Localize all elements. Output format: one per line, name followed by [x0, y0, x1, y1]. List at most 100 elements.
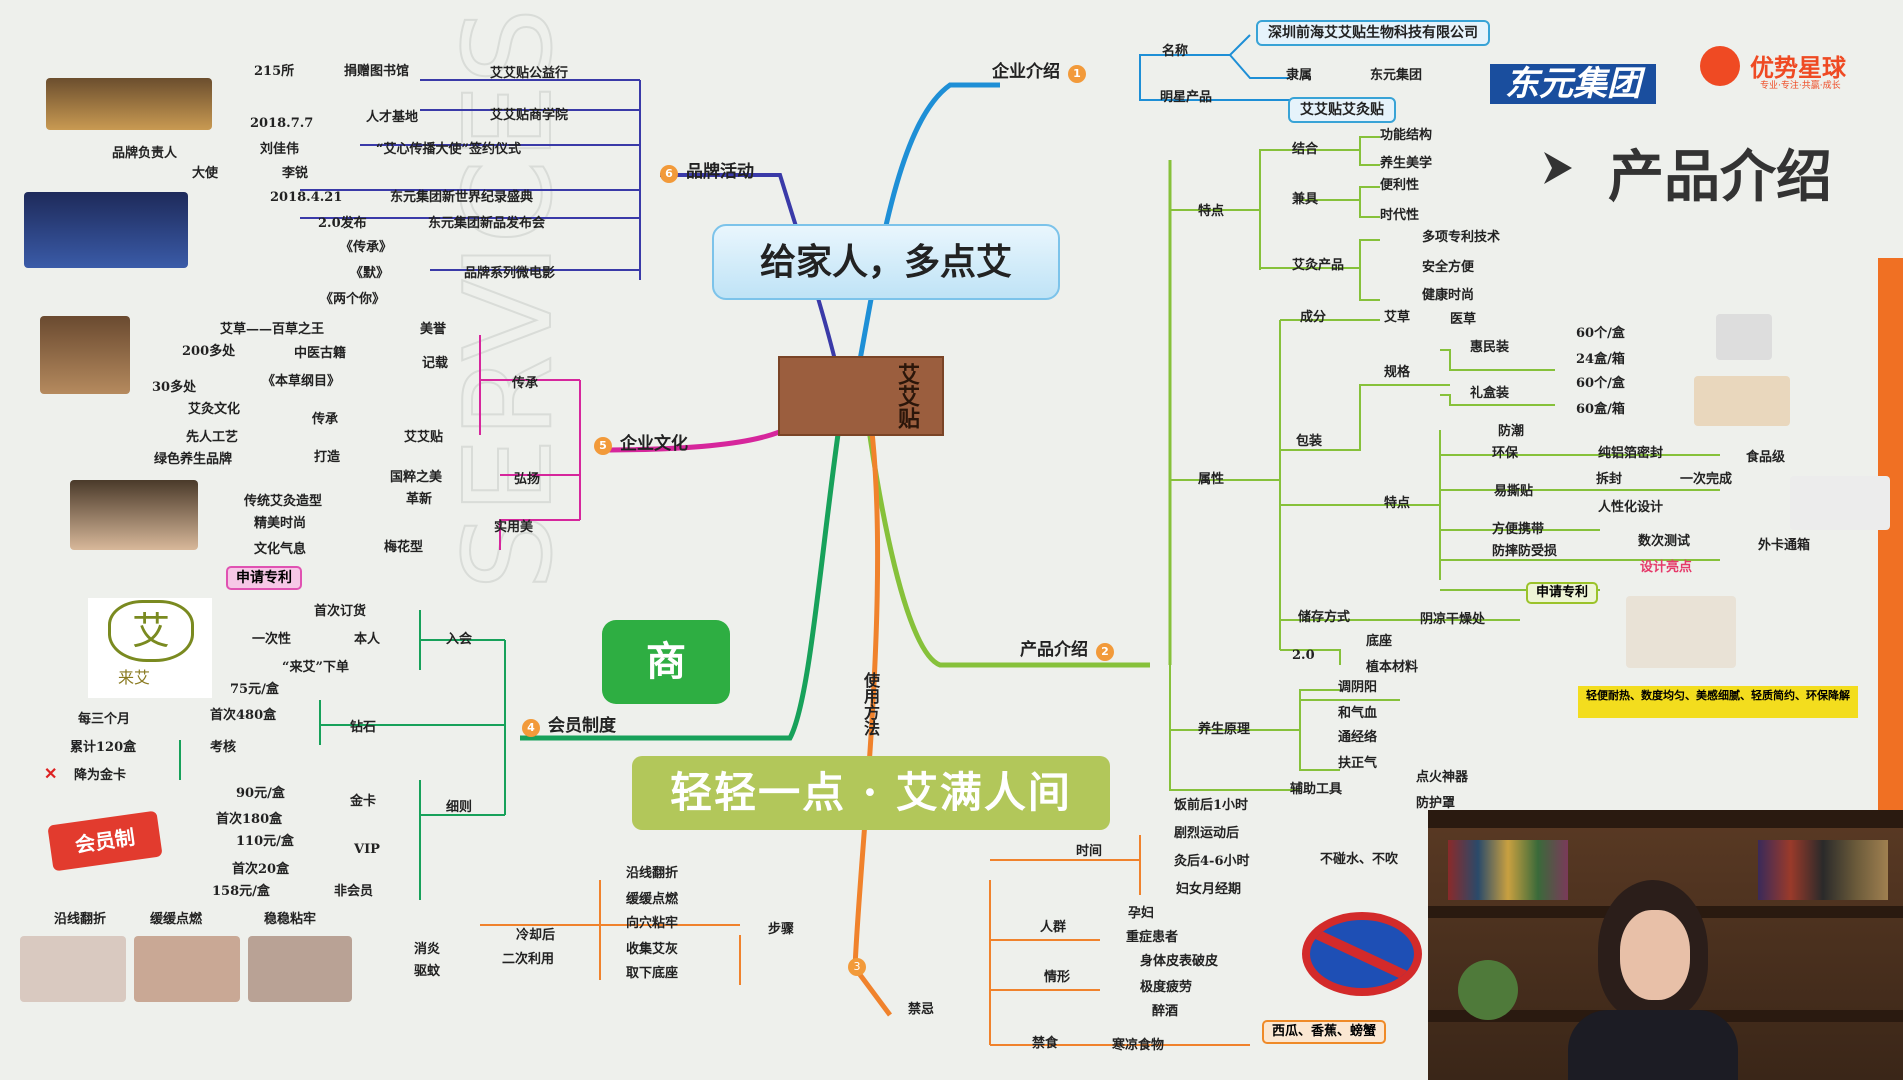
usage-time: 时间 — [1076, 844, 1103, 859]
product-photo-4 — [1626, 596, 1736, 668]
product-benefit-pack: 惠民装 — [1470, 340, 1510, 355]
product-yin: 调阴阳 — [1338, 680, 1378, 695]
culture-mugwort-king: 艾草——百草之王 — [220, 322, 325, 337]
member-detail: 细则 — [446, 800, 473, 815]
brand-name: 优势星球 — [1750, 54, 1846, 82]
product-p60a: 60个/盒 — [1576, 326, 1625, 341]
culture-beauty: 美誉 — [420, 322, 447, 337]
culture-bencao: 《本草纲目》 — [262, 374, 341, 389]
culture-fashion: 精美时尚 — [254, 516, 307, 531]
member-n90: 90元/盒 — [236, 786, 285, 801]
product-note: 轻便耐热、数度均匀、美感细腻、轻质简约、环保降解 — [1578, 686, 1858, 718]
usage-crowd: 人群 — [1040, 920, 1067, 935]
product-human: 人性化设计 — [1598, 500, 1664, 515]
event-photo — [24, 192, 188, 268]
presenter-face — [1620, 910, 1690, 1000]
member-assess: 考核 — [210, 740, 237, 755]
product-design: 设计亮点 — [1640, 560, 1693, 575]
brand-tagline: 专业·专注·共赢·成长 — [1760, 81, 1841, 91]
stick-step-photo — [248, 936, 352, 1002]
product-gift-pack: 礼盒装 — [1470, 386, 1510, 401]
product-test: 数次测试 — [1638, 534, 1691, 549]
calligraphy-photo — [70, 480, 198, 550]
culture-tcm-books: 中医古籍 — [294, 346, 347, 361]
brand-film-chuancheng: 《传承》 — [340, 240, 393, 255]
fold-step-photo — [20, 936, 126, 1002]
member-every3: 每三个月 — [78, 712, 131, 727]
company-star-label: 明星产品 — [1160, 90, 1213, 105]
member-first-order: 首次订货 — [314, 604, 367, 619]
culture-n30: 30多处 — [152, 380, 197, 395]
presenter-body — [1568, 1010, 1738, 1080]
product-foil: 纯铝箔密封 — [1598, 446, 1664, 461]
member-first480: 首次480盒 — [210, 708, 277, 723]
product-both: 兼具 — [1292, 192, 1319, 207]
member-n110: 110元/盒 — [236, 834, 294, 849]
product-moxa: 艾草 — [1384, 310, 1411, 325]
usage-heavy: 重症患者 — [1126, 930, 1179, 945]
usage-cooled: 冷却后 — [516, 928, 556, 943]
product-plant: 植本材料 — [1366, 660, 1419, 675]
product-health-fashion: 健康时尚 — [1422, 288, 1475, 303]
culture-aiai: 艾艾贴 — [404, 430, 444, 445]
culture-promote: 弘扬 — [514, 472, 541, 487]
member-join: 入会 — [446, 632, 473, 647]
brand-film-mo: 《默》 — [350, 266, 390, 281]
section-heading: 产品介绍 — [1608, 145, 1832, 210]
culture-moxa-culture: 艾灸文化 — [188, 402, 241, 417]
member-vip: VIP — [354, 842, 380, 857]
product-features: 特点 — [1198, 204, 1225, 219]
usage-cold-food: 寒凉食物 — [1112, 1038, 1165, 1053]
bencao-book-photo — [40, 316, 130, 394]
brand-215: 215所 — [254, 64, 295, 79]
usage-fruits: 西瓜、香蕉、螃蟹 — [1262, 1020, 1387, 1044]
culture-build: 打造 — [314, 450, 341, 465]
product-features2: 特点 — [1384, 496, 1411, 511]
member-downgrade: 降为金卡 — [74, 768, 127, 783]
product-base: 底座 — [1366, 634, 1393, 649]
usage-mosquito: 驱蚊 — [414, 964, 441, 979]
usage-food-taboo: 禁食 — [1032, 1036, 1059, 1051]
brand-film: 品牌系列微电影 — [464, 266, 556, 281]
product-apply-patent: 申请专利 — [1526, 582, 1599, 604]
slogan-banner: 轻轻一点 · 艾满人间 — [632, 756, 1110, 830]
culture-n200: 200多处 — [182, 344, 236, 359]
bookshelf-books-right — [1758, 840, 1888, 900]
product-anti: 防摔防受损 — [1492, 544, 1558, 559]
downgrade-x-icon: ✕ — [44, 764, 58, 783]
brand-date-0421: 2018.4.21 — [270, 190, 343, 205]
brand-logo-icon — [1700, 46, 1740, 86]
company-star-value: 艾艾贴艾灸贴 — [1288, 97, 1396, 123]
brand-talent: 人才基地 — [366, 110, 419, 125]
brand-film-two-you: 《两个你》 — [320, 292, 386, 307]
side-accent-bar — [1878, 258, 1903, 818]
usage-step-light: 缓缓点燃 — [626, 892, 679, 907]
product-spec: 规格 — [1384, 365, 1411, 380]
product-convenience: 便利性 — [1380, 178, 1420, 193]
company-belong-value: 东元集团 — [1370, 68, 1423, 83]
product-meridian: 通经络 — [1338, 730, 1378, 745]
usage-reuse: 二次利用 — [502, 952, 555, 967]
product-food-grade: 食品级 — [1746, 450, 1786, 465]
member-first20: 首次20盒 — [232, 862, 290, 877]
webcam-overlay — [1428, 810, 1903, 1080]
partner-logo: 东元集团 — [1490, 64, 1656, 104]
product-photo-2 — [1694, 376, 1790, 426]
prohibition-sign-icon — [1302, 912, 1422, 996]
product-medicine: 医草 — [1450, 312, 1477, 327]
brand-academy: 艾艾贴商学院 — [490, 108, 569, 123]
aiai-logo-sub: 来艾 — [118, 668, 151, 687]
product-pack: 包装 — [1296, 434, 1323, 449]
brand-new-release: 东元集团新品发布会 — [428, 216, 546, 231]
product-ingredient: 成分 — [1300, 310, 1327, 325]
member-total120: 累计120盒 — [70, 740, 137, 755]
culture-plum: 梅花型 — [384, 540, 424, 555]
brand-date-0707: 2018.7.7 — [250, 116, 314, 131]
product-store: 储存方式 — [1298, 610, 1351, 625]
product-guard: 防护罩 — [1416, 796, 1456, 811]
brand-liu: 刘佳伟 — [260, 142, 300, 157]
